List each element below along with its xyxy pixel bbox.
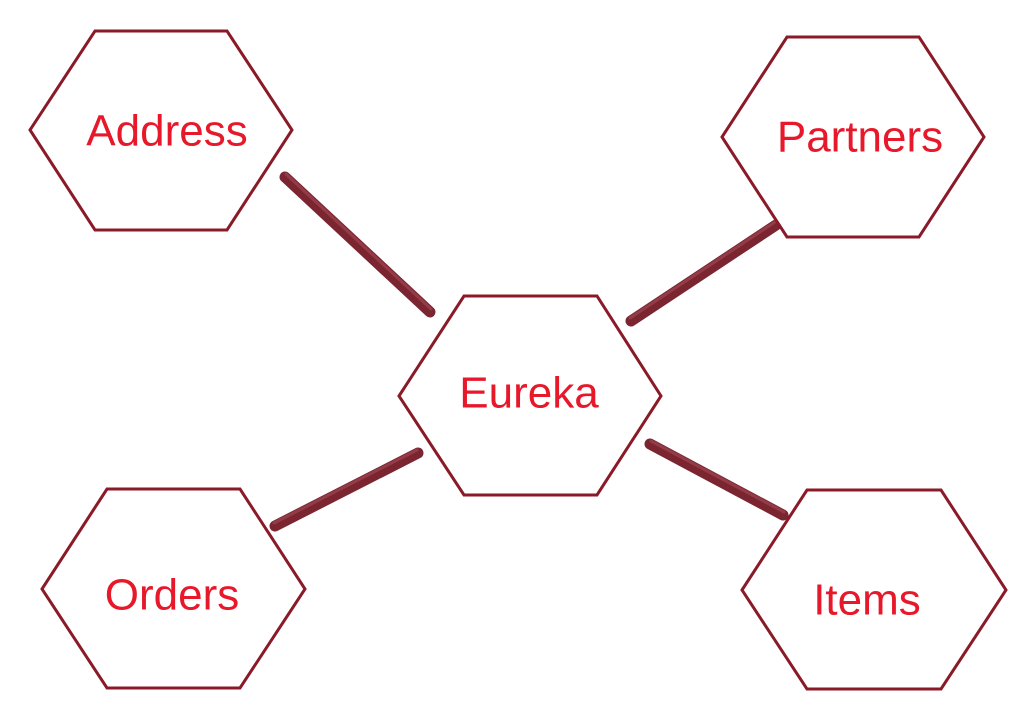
connector-orders-eureka [269, 447, 424, 532]
node-eureka-label: Eureka [459, 369, 599, 418]
node-partners-label: Partners [777, 113, 943, 162]
node-orders[interactable]: Orders [40, 487, 307, 690]
node-orders-hexagon [40, 487, 307, 690]
node-address-label: Address [86, 107, 247, 156]
node-items-label: Items [813, 576, 921, 625]
node-address-hexagon [28, 29, 294, 232]
node-partners[interactable]: Partners [720, 35, 986, 239]
connector-address-eureka [279, 171, 436, 318]
node-eureka-hexagon [397, 294, 663, 497]
node-items-hexagon [740, 488, 1008, 691]
node-partners-hexagon [720, 35, 986, 239]
node-address[interactable]: Address [28, 29, 294, 232]
node-items[interactable]: Items [740, 488, 1008, 691]
connector-items-eureka [644, 438, 789, 521]
node-orders-label: Orders [105, 571, 239, 620]
connector-partners-eureka [625, 219, 782, 327]
node-eureka[interactable]: Eureka [397, 294, 663, 497]
